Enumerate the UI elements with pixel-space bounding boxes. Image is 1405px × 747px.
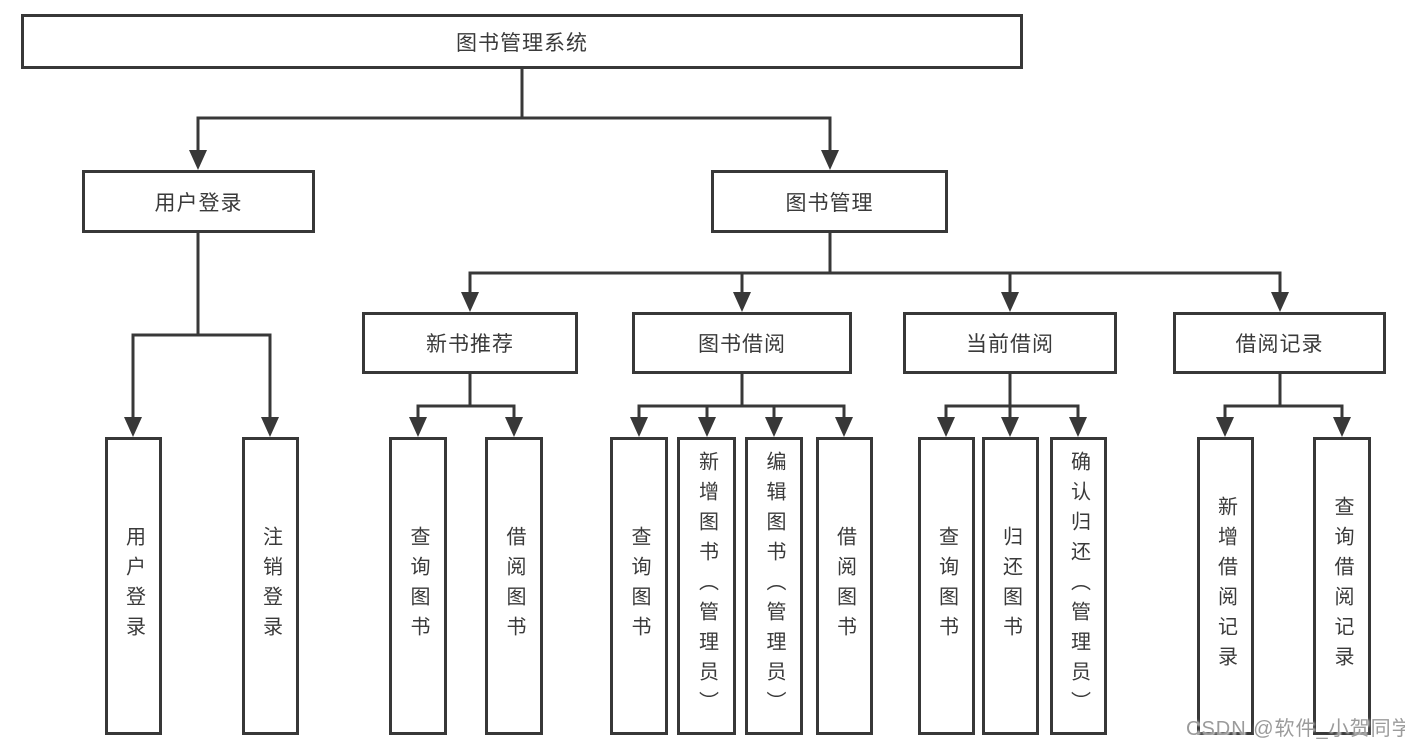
leaf-edit-book-admin: 编辑图书（管理员） <box>745 437 803 735</box>
leaf-query-books-borrow: 查询图书 <box>610 437 668 735</box>
leaf-add-book-admin: 新增图书（管理员） <box>677 437 736 735</box>
leaf-add-borrow-record: 新增借阅记录 <box>1197 437 1254 735</box>
leaf-borrow-books-recommend: 借阅图书 <box>485 437 543 735</box>
node-new-book-recommendation: 新书推荐 <box>362 312 578 374</box>
node-borrowing-records: 借阅记录 <box>1173 312 1386 374</box>
node-user-login-module: 用户登录 <box>82 170 315 233</box>
leaf-query-books-recommend: 查询图书 <box>389 437 447 735</box>
leaf-user-login: 用户登录 <box>105 437 162 735</box>
leaf-query-borrow-record: 查询借阅记录 <box>1313 437 1371 735</box>
node-current-borrowing: 当前借阅 <box>903 312 1117 374</box>
node-book-management-module: 图书管理 <box>711 170 948 233</box>
node-book-borrowing: 图书借阅 <box>632 312 852 374</box>
watermark: CSDN @软件_小贺同学 <box>1186 718 1405 740</box>
node-library-management-system: 图书管理系统 <box>21 14 1023 69</box>
leaf-return-books: 归还图书 <box>982 437 1039 735</box>
leaf-query-books-current: 查询图书 <box>918 437 975 735</box>
leaf-confirm-return-admin: 确认归还（管理员） <box>1050 437 1107 735</box>
leaf-borrow-books: 借阅图书 <box>816 437 873 735</box>
leaf-logout: 注销登录 <box>242 437 299 735</box>
